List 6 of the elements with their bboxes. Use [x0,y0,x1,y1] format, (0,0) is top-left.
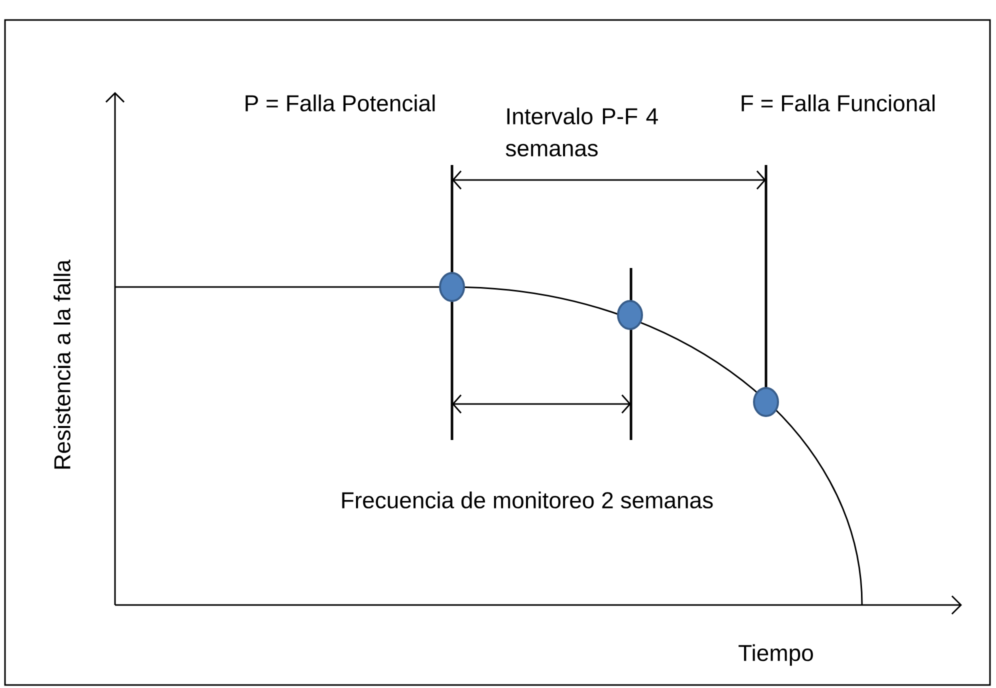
label: Frecuencia de monitoreo 2 semanas [342,492,713,508]
label: Intervalo P-F 4 semanas [506,108,658,156]
label: Tiempo [738,644,813,666]
label: P = Falla Potencial [246,94,435,112]
label: Resistencia a la falla [54,260,70,469]
label: F = Falla Funcional [742,94,935,112]
